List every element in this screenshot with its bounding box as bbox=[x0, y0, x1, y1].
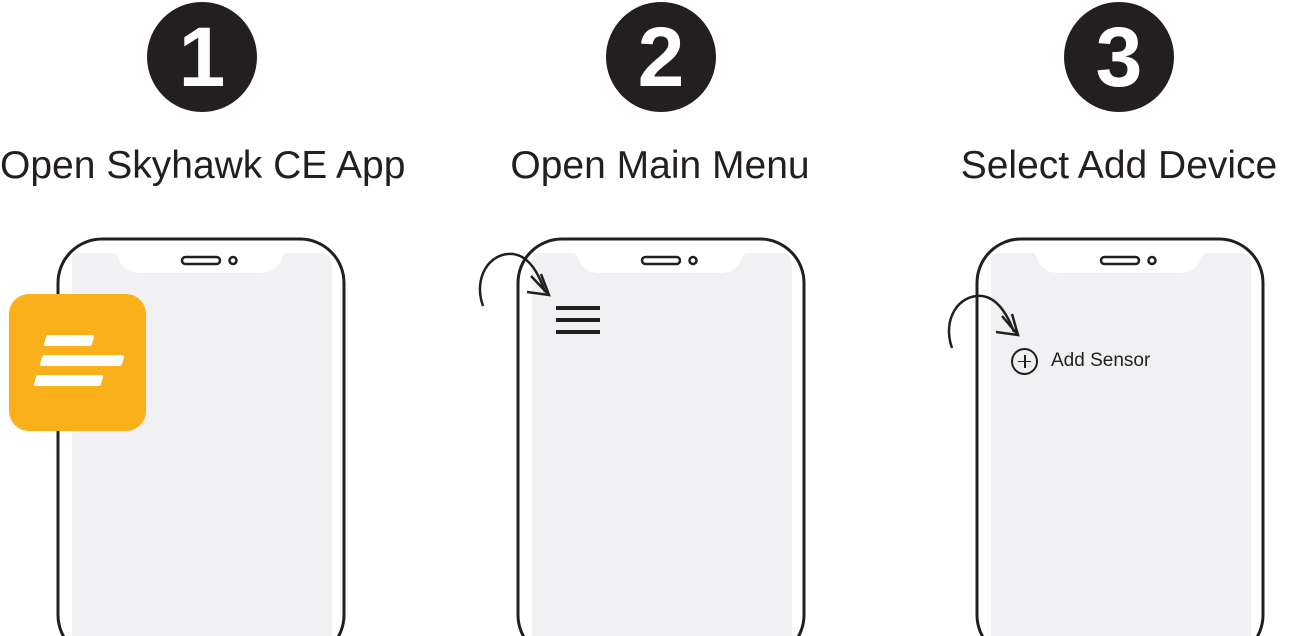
skyhawk-app-icon bbox=[9, 294, 146, 431]
step-number-badge: 3 bbox=[1064, 2, 1174, 112]
step-title: Open Main Menu bbox=[510, 144, 810, 187]
plus-circle-icon bbox=[1011, 347, 1038, 375]
add-sensor-label: Add Sensor bbox=[1051, 350, 1151, 371]
phone-illustration bbox=[975, 236, 1265, 636]
phone-illustration bbox=[516, 236, 806, 636]
step-title: Select Add Device bbox=[960, 144, 1278, 187]
step-title: Open Skyhawk CE App bbox=[0, 144, 406, 187]
hamburger-menu-icon bbox=[556, 306, 600, 334]
step-1: 1 Open Skyhawk CE App bbox=[0, 0, 410, 636]
step-2: 2 Open Main Menu bbox=[455, 0, 865, 636]
tap-arrow-icon bbox=[947, 294, 1020, 349]
step-3: 3 Select Add Device Add Sensor bbox=[914, 0, 1289, 636]
tap-arrow-icon bbox=[478, 252, 551, 307]
add-sensor-menu-item[interactable]: Add Sensor bbox=[1011, 346, 1150, 376]
step-number-badge: 2 bbox=[606, 2, 716, 112]
step-number-badge: 1 bbox=[147, 2, 257, 112]
